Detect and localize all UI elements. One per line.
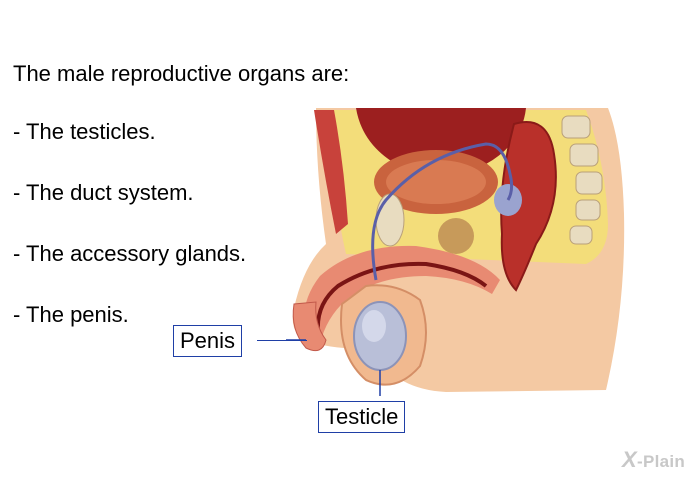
organ-list: - The testicles. - The duct system. - Th… <box>13 118 246 362</box>
abdominal-muscle <box>314 110 348 234</box>
penis-label: Penis <box>173 325 243 357</box>
male-anatomy-illustration <box>286 108 625 396</box>
penis-leader-segment <box>257 340 307 341</box>
organ-list-item: - The duct system. <box>13 180 194 205</box>
intro-text: The male reproductive organs are: <box>13 61 350 86</box>
testicle-label: Testicle <box>318 401 406 433</box>
pubic-bone <box>375 193 405 247</box>
brand-mark: X <box>622 447 637 472</box>
intestine-region <box>356 108 526 164</box>
brand-logo: X-Plain <box>622 447 685 473</box>
spine <box>561 115 603 245</box>
organ-list-item: - The testicles. <box>13 119 156 144</box>
organ-list-item: - The accessory glands. <box>13 241 247 266</box>
brand-text: -Plain <box>636 452 686 471</box>
glans <box>292 301 327 352</box>
vas-deferens <box>371 142 514 281</box>
prostate <box>438 218 474 254</box>
organ-list-item: - The penis. <box>13 302 129 327</box>
